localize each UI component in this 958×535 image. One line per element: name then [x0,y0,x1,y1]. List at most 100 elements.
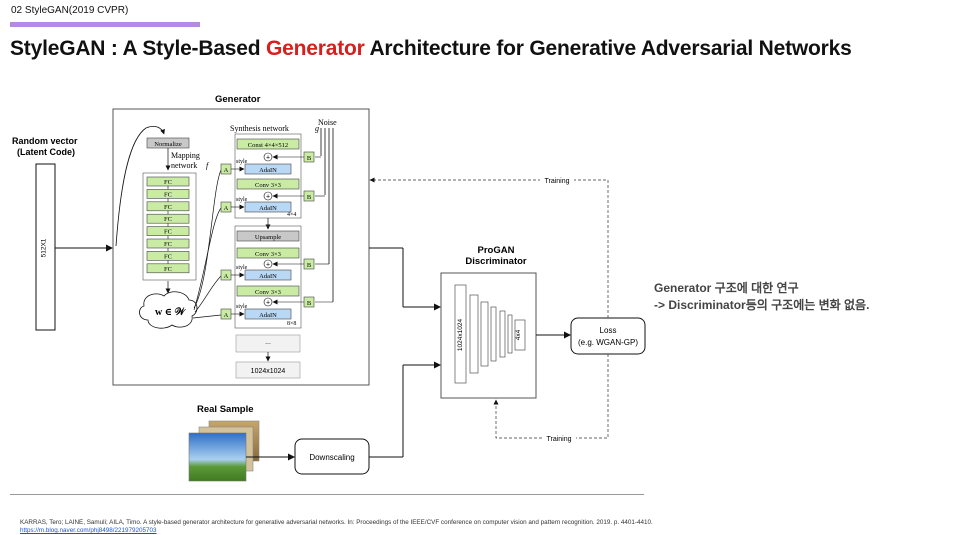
w-latent-label: w ∈ 𝒲 [155,306,187,318]
plus-3: + [266,262,270,269]
upsample-label: Upsample [255,234,281,241]
style-label: style [236,159,248,165]
noise-b-label: B [307,262,312,269]
latent-curve [115,127,147,247]
reference-link[interactable]: https://m.blog.naver.com/phj8498/2219792… [20,527,157,534]
conv-label-3: Conv 3×3 [255,289,281,296]
res-8x8-label: 8×8 [287,321,296,327]
fc-label: FC [164,191,172,198]
style-label: style [236,197,248,203]
summary-line-2: -> Discriminator등의 구조에는 변화 없음. [654,298,870,312]
style-a-label: A [224,205,229,212]
latent-code-label: (Latent Code) [17,147,75,157]
loss-label: Loss [600,326,617,335]
style-a-label: A [224,312,229,319]
random-vector-label: Random vector [12,136,78,146]
conv-box-1 [236,178,300,190]
footer-divider [10,494,644,495]
fc-label: FC [164,204,172,211]
latent-dim-label: 512X1 [41,238,48,257]
adain-label-4: AdaIN [259,312,277,319]
citation-text: KARRAS, Tero; LAINE, Samuli; AILA, Timo.… [20,519,653,526]
noise-b-label: B [307,155,312,162]
disc-layer [499,310,506,358]
fc-stack: FC FC FC FC FC FC FC FC [146,176,190,274]
fc-label: FC [164,241,172,248]
noise-b-label: B [307,194,312,201]
real-sample-label: Real Sample [197,404,254,415]
slide-tag: 02 StyleGAN(2019 CVPR) [11,5,129,16]
generator-label: Generator [215,94,261,105]
training-label-1: Training [544,178,569,185]
noise-add-2 [263,191,273,201]
training-label-bg-1-rect [540,176,574,184]
disc-output-res: 4x4 [515,329,522,340]
fc-label: FC [164,179,172,186]
disc-layer [507,314,513,354]
noise-add-4 [263,297,273,307]
synthesis-g-label: g [315,124,319,133]
res-4x4-label: 4×4 [287,212,296,218]
adain-box-3 [244,269,292,281]
discriminator-layers [454,284,526,384]
fc-label: FC [164,216,172,223]
style-label: style [236,304,248,310]
normalize-label: Normalize [154,141,182,148]
noise-add-1 [263,152,273,162]
loss-type-label: (e.g. WGAN-GP) [578,338,638,347]
noise-add-3 [263,259,273,269]
upsample-box [236,230,300,242]
synthesis-label: Synthesis network [230,124,289,133]
style-a-label: A [224,167,229,174]
loss-box [570,317,646,355]
slide-title: StyleGAN : A Style-Based Generator Archi… [10,37,852,61]
const-label: Const 4×4×512 [248,142,288,149]
downscaling-label: Downscaling [309,453,354,462]
adain-box-2 [244,201,292,213]
conv-box-2 [236,247,300,259]
adain-box-4 [244,308,292,320]
adain-label-3: AdaIN [259,273,277,280]
noise-label: Noise [318,118,337,127]
progan-label: ProGAN [478,245,515,256]
b-boxes: B B B B [272,151,333,308]
mapping-network-label: network [171,161,197,170]
conv-label-2: Conv 3×3 [255,251,281,258]
style-a-label: A [224,273,229,280]
real-sample-image-1 [188,432,247,482]
style-label: style [236,265,248,271]
conv-label-1: Conv 3×3 [255,182,281,189]
latent-curve-head [145,126,165,135]
title-highlight: Generator [266,37,365,60]
fc-label: FC [164,266,172,273]
more-blocks-dots: ... [265,339,271,346]
training-label-2: Training [546,436,571,443]
noise-b-label: B [307,300,312,307]
adain-box-1 [244,163,292,175]
discriminator-label: Discriminator [465,256,527,267]
w-latent-bubble [139,291,198,329]
plus-4: + [266,300,270,307]
disc-layer [490,306,497,362]
mapping-frame [142,172,197,281]
plus-2: + [266,194,270,201]
latent-vector-box [35,163,56,331]
output-res-label: 1024x1024 [251,368,286,375]
summary-note: Generator 구조에 대한 연구 -> Discriminator등의 구… [654,280,869,314]
disc-layer [469,294,479,374]
noise-lines [320,128,334,302]
adain-label-1: AdaIN [259,167,277,174]
fc-label: FC [164,229,172,236]
fc-layer [146,263,190,274]
disc-input-res: 1024x1024 [457,319,464,352]
disc-layer [480,301,489,367]
plus-1: + [266,155,270,162]
fc-label: FC [164,253,172,260]
synthesis-block-8x8 [234,225,302,329]
mapping-label: Mapping [171,151,200,160]
conv-box-3 [236,285,300,297]
style-connections [192,169,222,319]
accent-bar [10,22,200,27]
